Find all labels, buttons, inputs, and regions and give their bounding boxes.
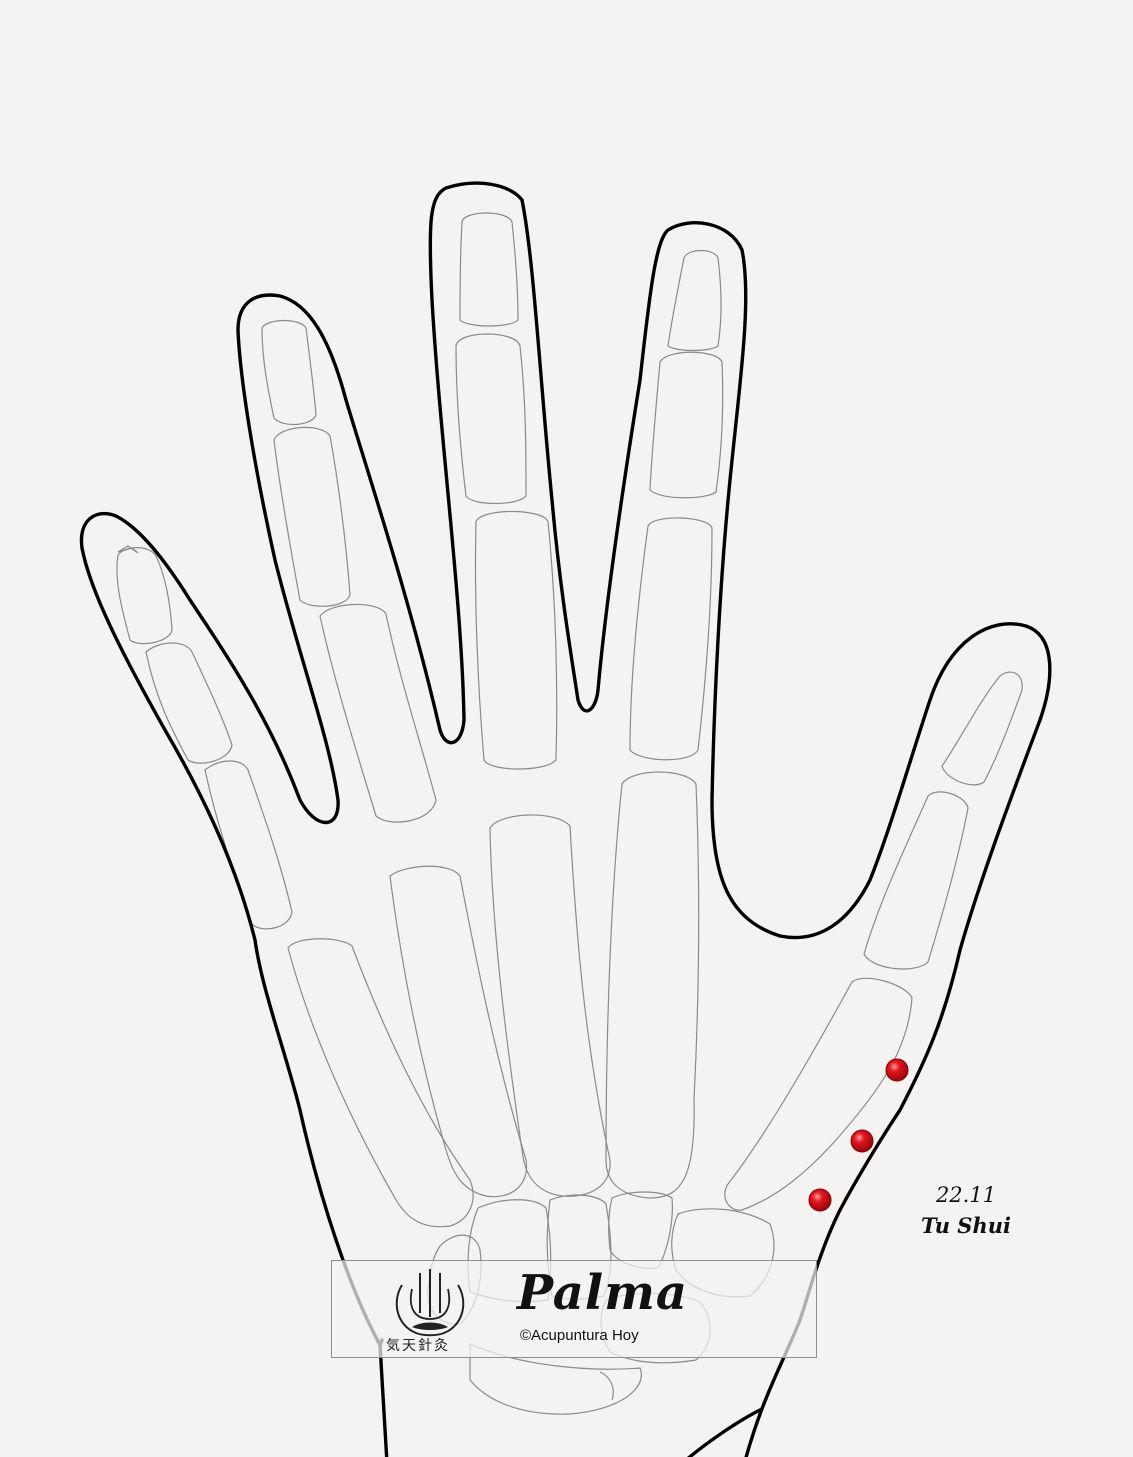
acupuncture-logo-icon bbox=[395, 1269, 465, 1337]
diagram-title: Palma bbox=[517, 1265, 689, 1321]
point-name-label: Tu Shui bbox=[921, 1213, 1011, 1238]
point-code-label: 22.11 bbox=[935, 1183, 997, 1207]
logo-caption: 気天針灸 bbox=[386, 1338, 450, 1354]
acupuncture-point bbox=[808, 1188, 832, 1212]
acupuncture-point bbox=[885, 1058, 909, 1082]
acupuncture-points bbox=[808, 1058, 909, 1212]
title-panel: 気天針灸 Palma ©Acupuntura Hoy bbox=[331, 1260, 817, 1358]
hand-outline bbox=[79, 181, 1052, 1457]
copyright-text: ©Acupuntura Hoy bbox=[520, 1327, 639, 1344]
hand-bones bbox=[116, 212, 1023, 1415]
wrist-inner-line bbox=[686, 1408, 762, 1457]
acupuncture-point bbox=[850, 1129, 874, 1153]
